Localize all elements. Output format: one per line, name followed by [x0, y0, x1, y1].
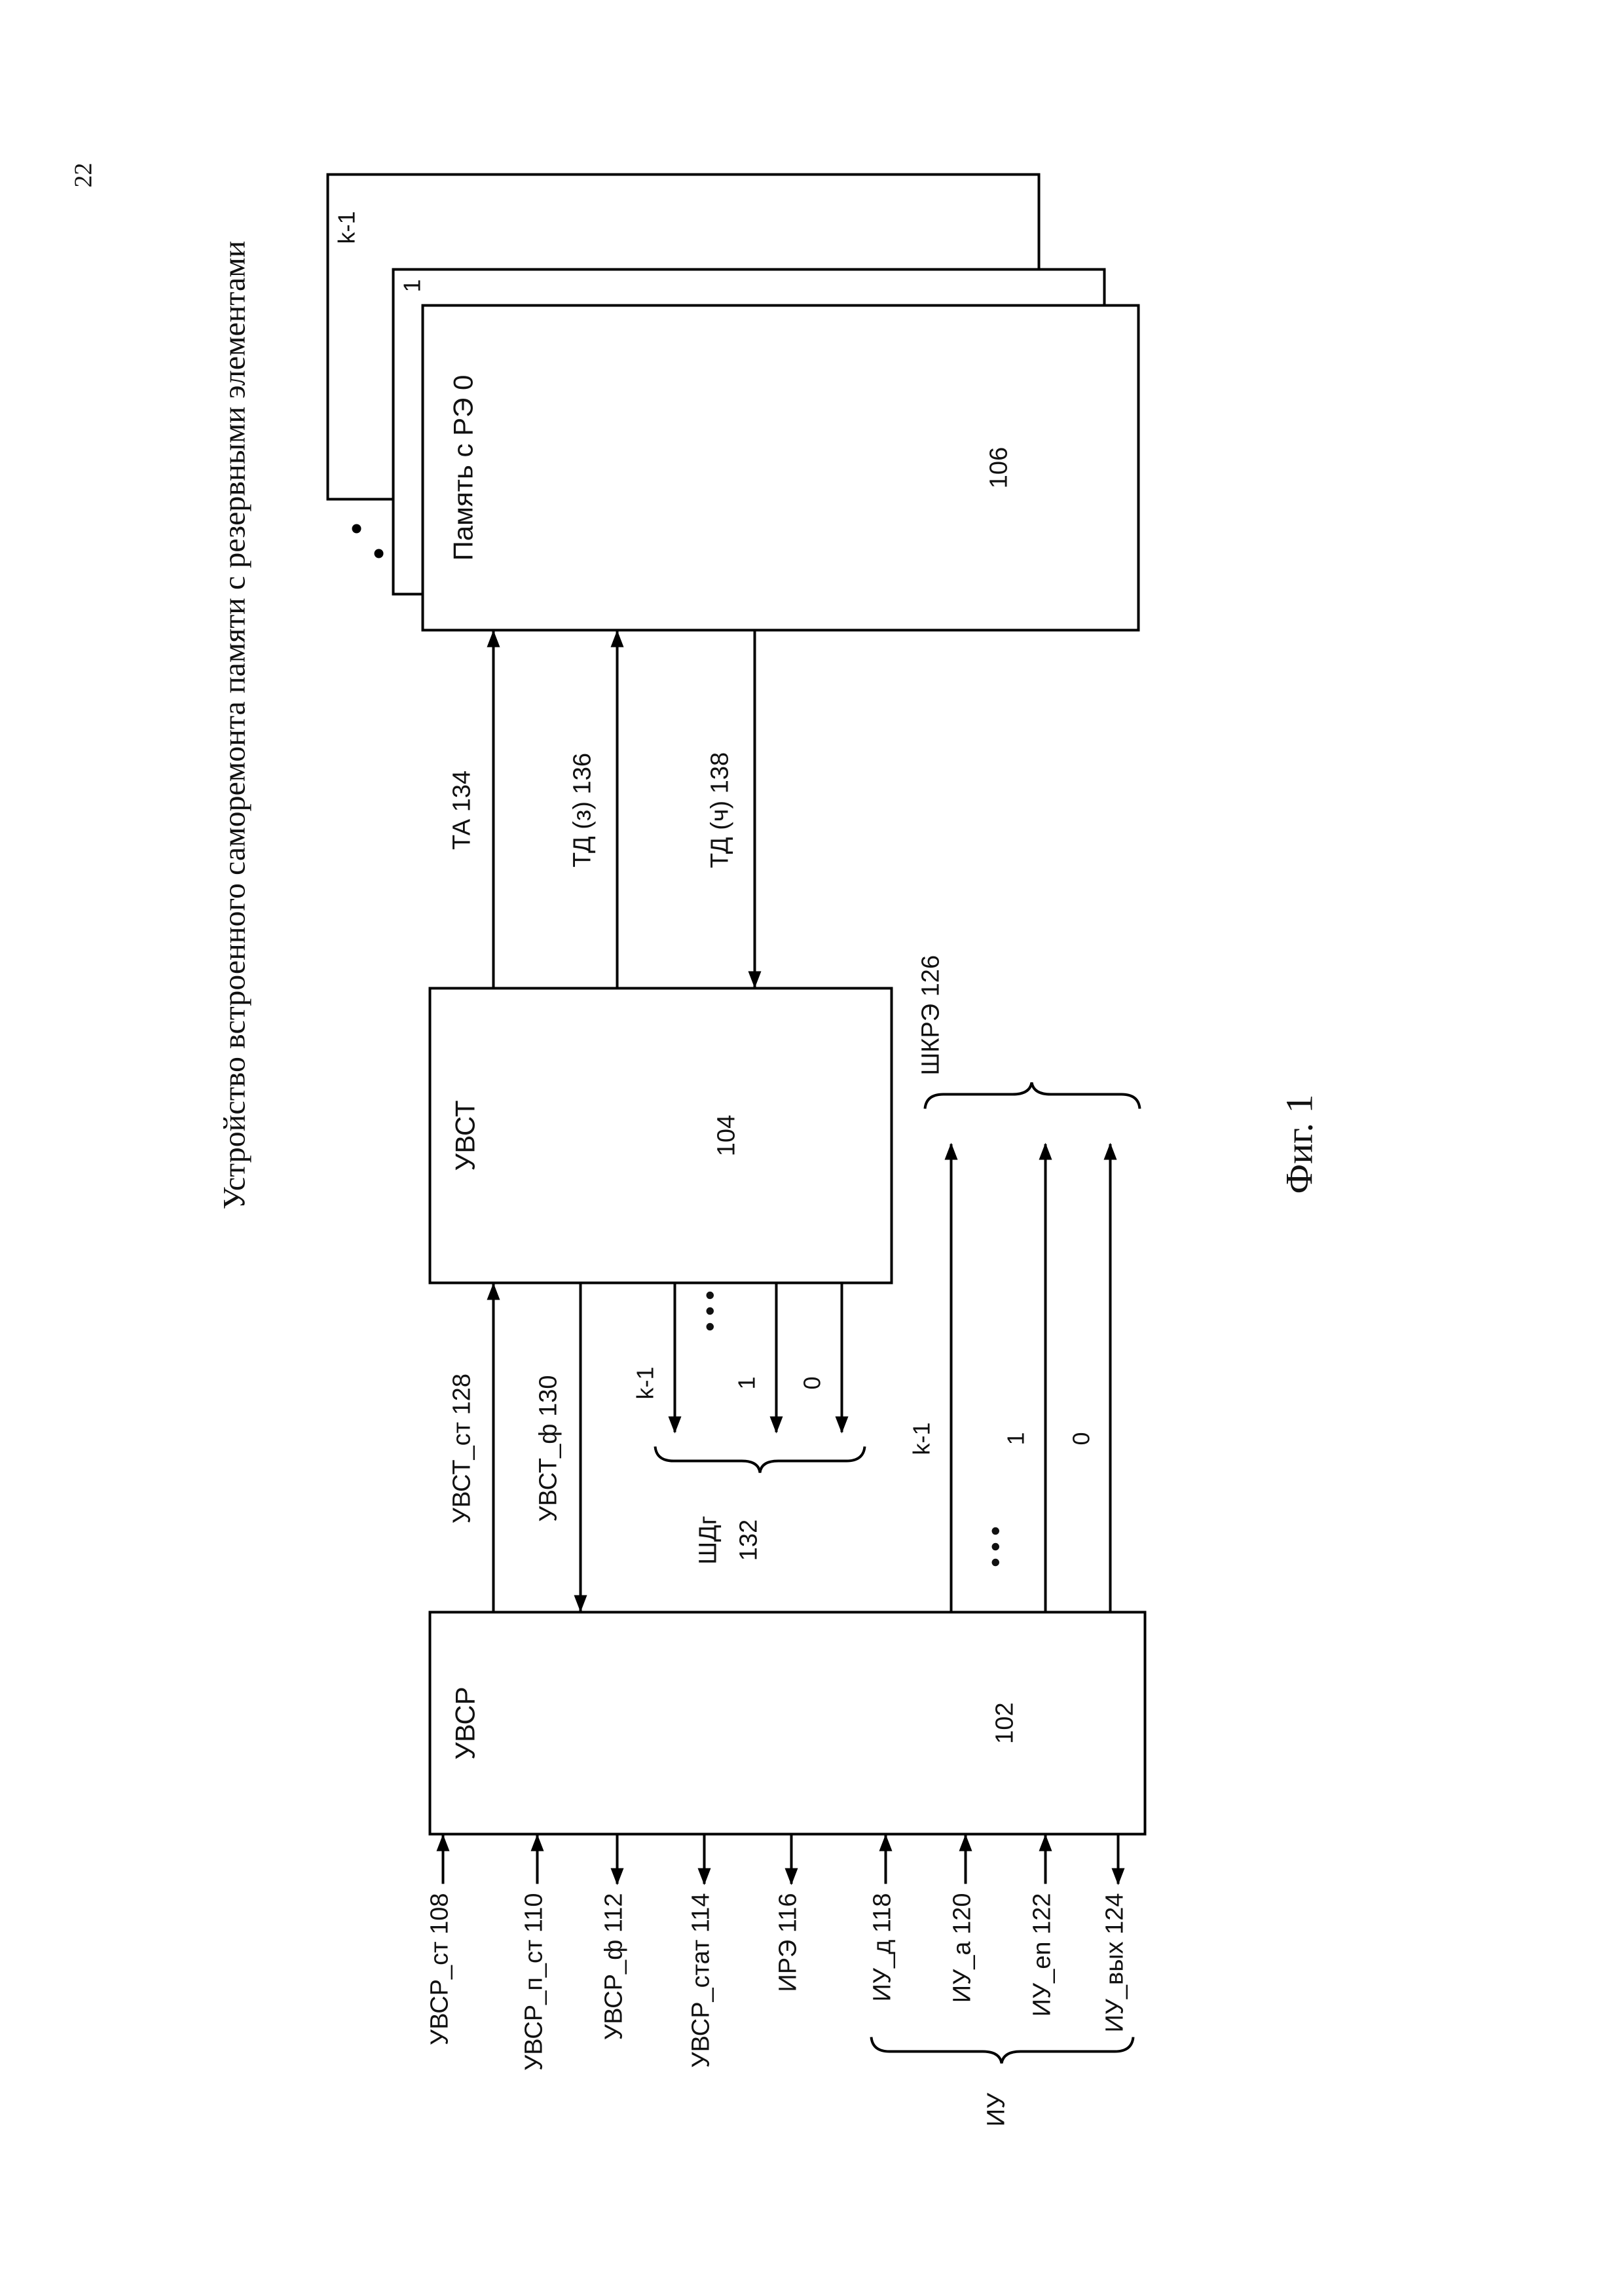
memory-block-ref: 106 — [985, 446, 1012, 488]
uvst-block: УВСТ 104 — [428, 987, 893, 1284]
shkre-line-0-label: 0 — [1067, 1431, 1094, 1446]
uvsr-block-ref: 102 — [991, 1702, 1018, 1744]
memory-stack-mid-label: 1 — [398, 278, 425, 293]
shdg-brace — [654, 1446, 866, 1473]
shdg-ellipsis-dots: ••• — [695, 1284, 724, 1332]
shdg-line-k-1-label: k-1 — [631, 1366, 658, 1400]
memory-block-0: Память с РЭ 0 106 — [421, 304, 1139, 631]
iu-brace — [870, 2036, 1134, 2064]
uvst-st-signal-label: УВСТ_ст 128 — [448, 1373, 475, 1523]
uvst-block-name: УВСТ — [449, 1100, 480, 1171]
uvsr-stat-output-label: УВСР_стат 114 — [687, 1893, 714, 2068]
uvsr-st-input-label: УВСР_ст 108 — [426, 1893, 453, 2045]
iu-vyh-output-label: ИУ_вых 124 — [1101, 1893, 1128, 2033]
figure-caption: Фиг. 1 — [1278, 1093, 1320, 1194]
shdg-line-1-label: 1 — [733, 1376, 760, 1390]
page-number: 22 — [69, 162, 97, 187]
uvsr-block-name: УВСР — [449, 1686, 480, 1760]
iu-a-input-label: ИУ_а 120 — [948, 1893, 976, 2003]
uvsr-p-st-input-label: УВСР_п_ст 110 — [520, 1893, 547, 2071]
ire-output-label: ИРЭ 116 — [774, 1893, 802, 1992]
uvst-block-ref: 104 — [712, 1114, 740, 1156]
uvsr-f-output-label: УВСР_ф 112 — [600, 1893, 627, 2040]
shkre-bus-label: ШКРЭ 126 — [917, 955, 944, 1075]
shdg-bus-label: ШДг — [694, 1515, 722, 1565]
memory-stack-dot — [374, 549, 383, 558]
shkre-brace — [923, 1082, 1141, 1109]
memory-stack-dot — [352, 524, 361, 533]
ta-signal-label: ТА 134 — [448, 770, 475, 850]
uvst-f-signal-label: УВСТ_ф 130 — [534, 1375, 562, 1522]
shdg-bus-ref: 132 — [735, 1519, 762, 1561]
iu-group-label: ИУ — [982, 2092, 1010, 2126]
shkre-line-k-1-label: k-1 — [908, 1422, 934, 1455]
uvsr-block: УВСР 102 — [428, 1611, 1146, 1835]
shdg-line-0-label: 0 — [798, 1376, 825, 1390]
memory-stack-back-label: k-1 — [333, 211, 360, 244]
memory-block-name: Память с РЭ 0 — [447, 374, 478, 560]
figure-title: Устройство встроенного саморемонта памят… — [217, 240, 251, 1209]
td-read-signal-label: ТД (ч) 138 — [706, 752, 733, 868]
iu-d-input-label: ИУ_д 118 — [868, 1893, 896, 2001]
shkre-line-1-label: 1 — [1002, 1431, 1029, 1446]
shkre-ellipsis-dots: ••• — [981, 1520, 1010, 1567]
iu-en-input-label: ИУ_en 122 — [1028, 1893, 1056, 2016]
td-write-signal-label: ТД (з) 136 — [568, 752, 596, 867]
